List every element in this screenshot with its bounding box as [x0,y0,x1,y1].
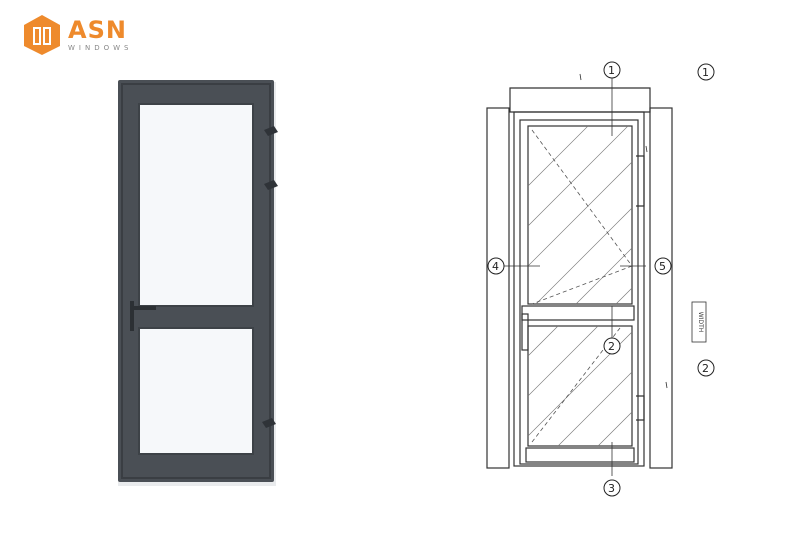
callout-1-top [603,61,621,79]
callout-label-2-right: 2 [702,362,709,375]
door-handle [130,301,134,331]
callout-label-4: 4 [492,260,499,273]
callout-label-3: 3 [608,482,615,495]
hinge-middle [264,180,278,190]
callout-2-center [603,337,621,355]
side-label: WIDTH [697,312,704,333]
upper-glass-panel [138,103,254,307]
callout-3 [603,479,621,497]
callout-label-5: 5 [659,260,666,273]
door-photo [118,80,278,486]
callout-2-right [697,359,715,377]
logo-icon [24,15,60,55]
brand-name: ASN [68,16,127,44]
lower-glass-panel [138,327,254,455]
callout-1-right [697,63,715,81]
callout-label-1-top: 1 [608,64,615,77]
brand-tagline: WINDOWS [68,44,133,52]
callout-label-1-right: 1 [702,66,709,79]
callout-4 [487,257,505,275]
hinge-top [264,126,278,136]
door-technical-drawing: 1 1 4 5 2 2 3 WIDTH [486,61,715,497]
brand-logo: ASN WINDOWS [22,14,133,56]
callout-label-2-center: 2 [608,340,615,353]
side-label-box [691,301,707,343]
hinge-bottom [262,418,276,428]
callout-5 [654,257,672,275]
